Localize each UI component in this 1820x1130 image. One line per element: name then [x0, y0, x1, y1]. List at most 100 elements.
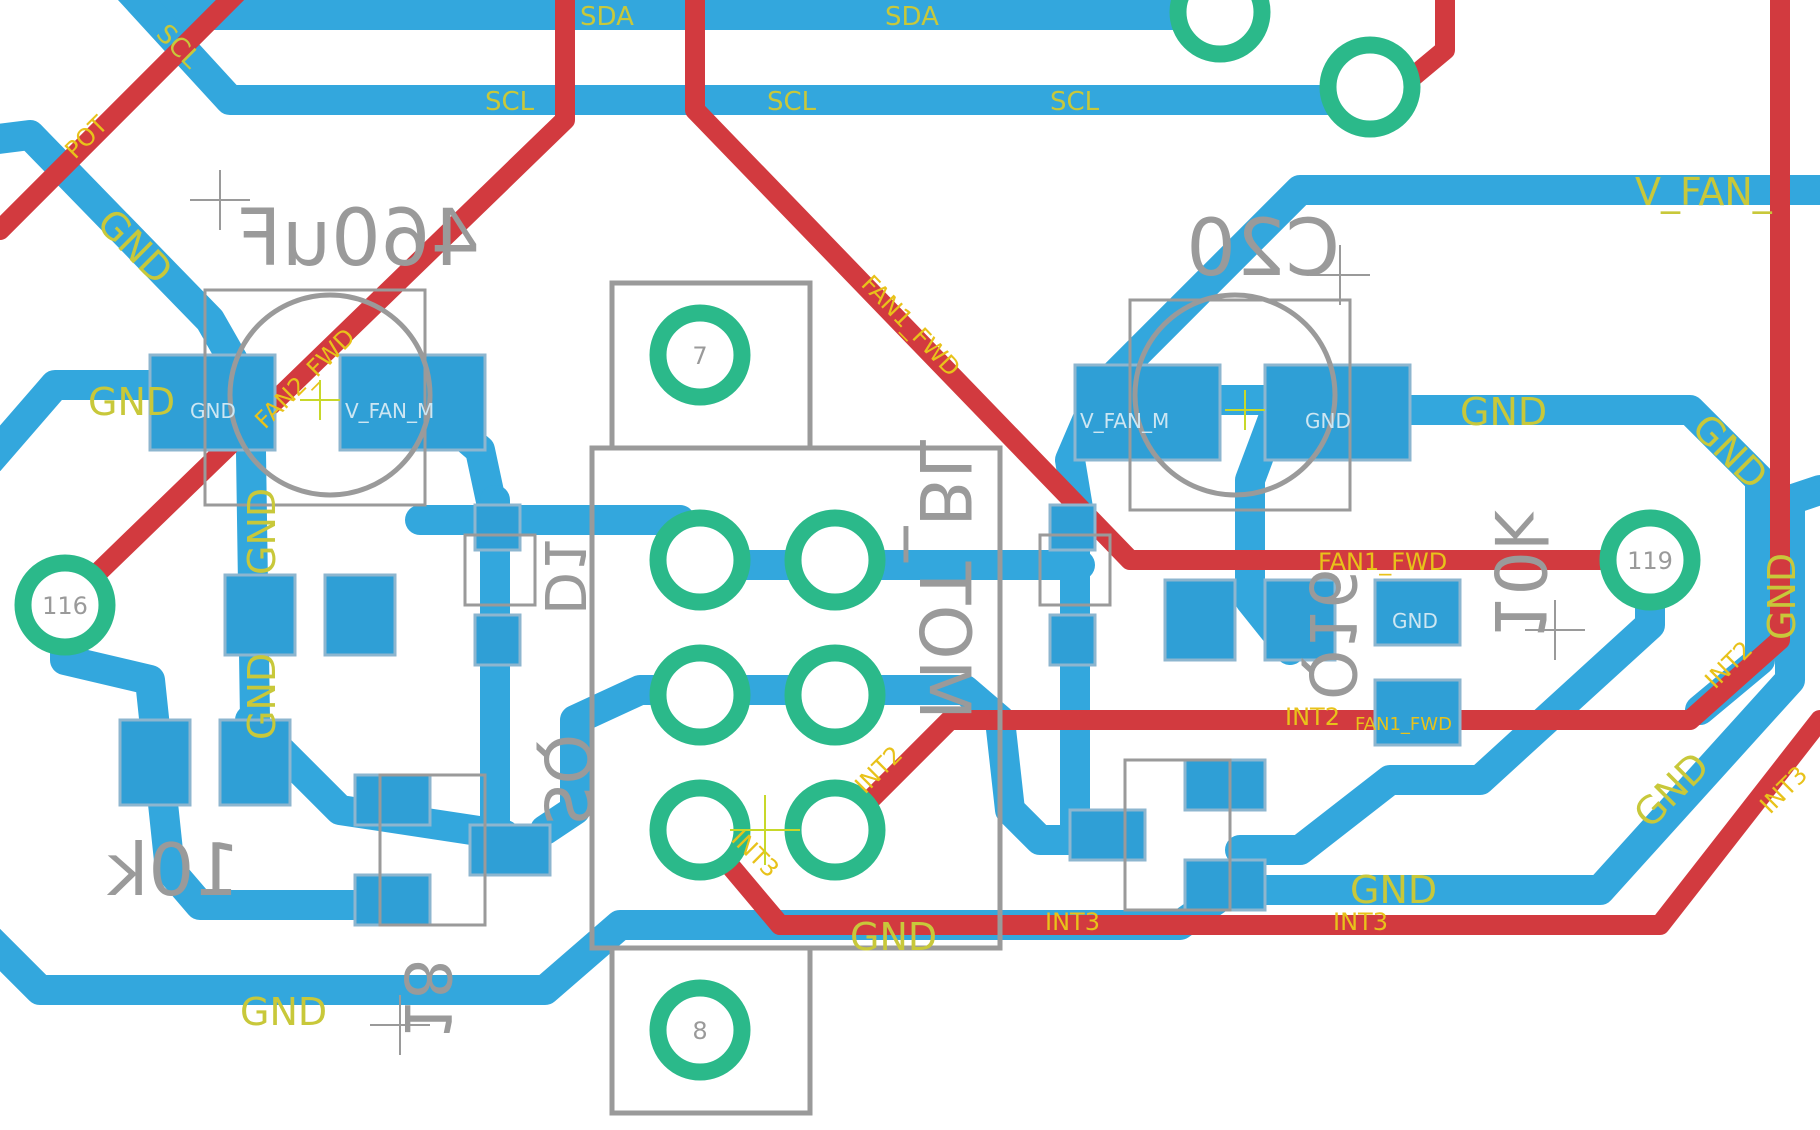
label-scl-3: SCL: [1050, 87, 1100, 117]
silk-d1: D1: [531, 536, 596, 615]
pad-r4-b: [1373, 678, 1462, 747]
label-vfan-right: V_FAN_: [1635, 170, 1773, 214]
pad-c-left-v: [338, 353, 487, 452]
silk-18: 18: [389, 959, 463, 1040]
label-gnd-bottom-left: GND: [240, 990, 327, 1034]
trace-pot: [0, 0, 245, 240]
pad-q-right-3: [1068, 808, 1147, 862]
pad-d1-a: [473, 503, 522, 552]
label-fan1-fwd-h: FAN1_FWD: [1318, 548, 1447, 576]
label-fan1-fwd-diag: FAN1_FWD: [856, 270, 966, 382]
silk-q16: Q16: [1294, 568, 1368, 700]
pad-c-right-gnd: [1263, 363, 1412, 462]
label-gnd-bottom-mid: GND: [1350, 868, 1437, 912]
pad-d1-b: [473, 613, 522, 667]
pad-r1-a: [223, 573, 297, 657]
cap-right-outline: [1132, 292, 1338, 498]
cap-left-outline: [227, 292, 433, 498]
pad-r1-b: [323, 573, 397, 657]
trace-center-s: [530, 675, 1145, 855]
silk-mot-bl: MOT_BL: [903, 440, 985, 720]
trace-scl: [117, 0, 1385, 115]
silkscreen-outlines: [203, 280, 1352, 1116]
label-scl-1: SCL: [485, 87, 535, 117]
pad-d2-b: [1048, 613, 1097, 667]
trace-right-diag: [1225, 565, 1665, 865]
pad-2: [784, 509, 886, 611]
trace-right-upper: [1135, 385, 1305, 665]
pad-3: [649, 644, 751, 746]
silkscreen-text: 460uF C20 10k 10k MOT_BL 18 D1 SQ Q16: [106, 194, 1560, 1040]
pad-number-8: 8: [692, 1017, 707, 1045]
silk-c20: C20: [1186, 204, 1340, 294]
pad-7: [649, 304, 751, 406]
pad-label-v-fan-right: V_FAN_M: [1080, 409, 1169, 433]
pad-label-gnd-r4: GND: [1392, 609, 1438, 633]
pad-d2-a: [1048, 503, 1097, 552]
label-gnd-right-vert: GND: [1760, 553, 1804, 640]
pad-label-gnd-right: GND: [1305, 409, 1351, 433]
via-top-right: [1319, 36, 1421, 138]
label-int3-1: INT3: [1045, 908, 1100, 936]
pad-q-left-3: [468, 823, 552, 877]
pad-1: [649, 509, 751, 611]
pad-r4-a: [1373, 578, 1462, 647]
smd-pads: [118, 353, 1462, 927]
pad-numbers: 7 8 116 119: [42, 342, 1673, 1045]
label-gnd-vert-2: GND: [240, 653, 284, 740]
pad-6: [784, 779, 886, 881]
pad-5: [649, 779, 751, 881]
label-gnd-right: GND: [1460, 390, 1547, 434]
pad-q-left-2: [353, 873, 432, 927]
via-116: [14, 554, 116, 656]
via-119: [1599, 509, 1701, 611]
label-int3-2: INT3: [1333, 908, 1388, 936]
pad-number-116: 116: [42, 592, 88, 620]
origin-markers: [190, 170, 1585, 1055]
label-fan1-fwd-small: FAN1_FWD: [1355, 714, 1452, 735]
label-sda-1: SDA: [580, 2, 634, 32]
component-centers: [300, 380, 1265, 865]
pad-c-left-gnd: [148, 353, 277, 452]
pad-net-names: V_FAN_M GND V_FAN_M GND GND: [190, 399, 1438, 633]
label-int3-right: INT3: [1754, 761, 1813, 820]
pad-q-right-1: [1183, 758, 1267, 812]
via-top-mid: [1169, 0, 1271, 63]
pad-number-119: 119: [1627, 547, 1673, 575]
label-gnd-left: GND: [88, 380, 175, 424]
pad-r3-a: [1163, 578, 1237, 662]
trace-int2: [830, 0, 1790, 840]
trace-fan1-fwd: [685, 0, 1665, 570]
label-sda-2: SDA: [885, 2, 939, 32]
pad-8: [649, 979, 751, 1081]
pad-q-left-1: [353, 773, 432, 827]
d1-frame: [463, 533, 537, 607]
q-right-frame: [1123, 758, 1232, 912]
pad-r2-a: [118, 718, 192, 807]
label-gnd-bottom: GND: [850, 915, 937, 959]
pad-label-v-fan-left: V_FAN_M: [345, 399, 434, 423]
silk-460uF: 460uF: [237, 194, 480, 284]
label-gnd-vert-1: GND: [240, 488, 284, 575]
cap-right-frame: [1128, 298, 1352, 512]
through-hole-pads: [14, 0, 1701, 1081]
trace-int3: [690, 710, 1820, 935]
connector-tab-bottom: [609, 945, 813, 1116]
silk-10k-left: 10k: [106, 828, 240, 912]
top-copper-layer: [0, 0, 1820, 935]
q-left-frame: [378, 773, 487, 927]
cap-left-frame: [203, 288, 427, 507]
trace-vfan-right: [1055, 175, 1820, 535]
silk-10k-right: 10k: [1478, 510, 1560, 640]
d2-frame: [1038, 533, 1112, 607]
pad-q-right-2: [1183, 858, 1267, 912]
pad-number-7: 7: [692, 342, 707, 370]
label-int2-h: INT2: [1285, 703, 1340, 731]
pad-4: [784, 644, 886, 746]
silk-sq: SQ: [529, 734, 603, 825]
pad-r2-b: [218, 718, 292, 807]
label-scl-2: SCL: [767, 87, 817, 117]
pad-label-gnd-left: GND: [190, 399, 236, 423]
pad-r3-b: [1263, 578, 1337, 662]
